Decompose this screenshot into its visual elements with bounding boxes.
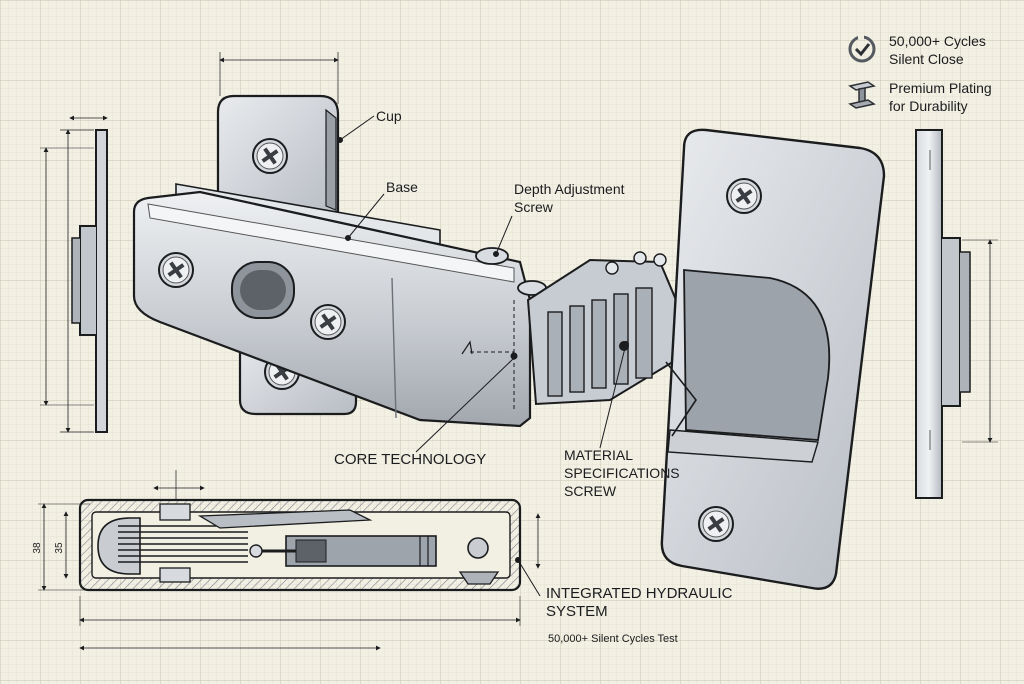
label-hydraulic-line1: INTEGRATED HYDRAULIC bbox=[546, 585, 733, 602]
label-depth-adjustment-line1: Depth Adjustment bbox=[514, 181, 625, 197]
label-base: Base bbox=[386, 179, 418, 195]
label-depth-adjustment-line2: Screw bbox=[514, 199, 554, 215]
feature-cycles-line2: Silent Close bbox=[889, 51, 964, 67]
label-core-technology: CORE TECHNOLOGY bbox=[334, 451, 486, 468]
label-cup: Cup bbox=[376, 108, 402, 124]
cross-section-view: 38 35 bbox=[32, 470, 541, 651]
dim-height-outer: 38 bbox=[32, 542, 43, 554]
feature-cycles-line1: 50,000+ Cycles bbox=[889, 33, 986, 49]
side-view-left bbox=[40, 115, 108, 433]
dim-height-inner: 35 bbox=[54, 542, 65, 554]
side-view-right bbox=[915, 129, 998, 499]
label-material-line2: SPECIFICATIONS bbox=[564, 465, 680, 481]
feature-legend: 50,000+ Cycles Silent Close Premium Plat… bbox=[848, 33, 992, 114]
plating-beam-icon bbox=[848, 81, 876, 109]
label-material-line1: MATERIAL bbox=[564, 447, 633, 463]
feature-plating-line2: for Durability bbox=[889, 98, 968, 114]
plate-recess bbox=[683, 269, 831, 441]
cup-width-dimension bbox=[219, 52, 339, 104]
check-cycle-icon bbox=[848, 35, 876, 63]
test-caption: 50,000+ Silent Cycles Test bbox=[548, 633, 678, 645]
feature-plating-line1: Premium Plating bbox=[889, 80, 992, 96]
hinge-assembly bbox=[132, 94, 886, 590]
label-material-line3: SCREW bbox=[564, 483, 617, 499]
label-hydraulic-line2: SYSTEM bbox=[546, 603, 608, 620]
leader-lines bbox=[337, 115, 629, 597]
